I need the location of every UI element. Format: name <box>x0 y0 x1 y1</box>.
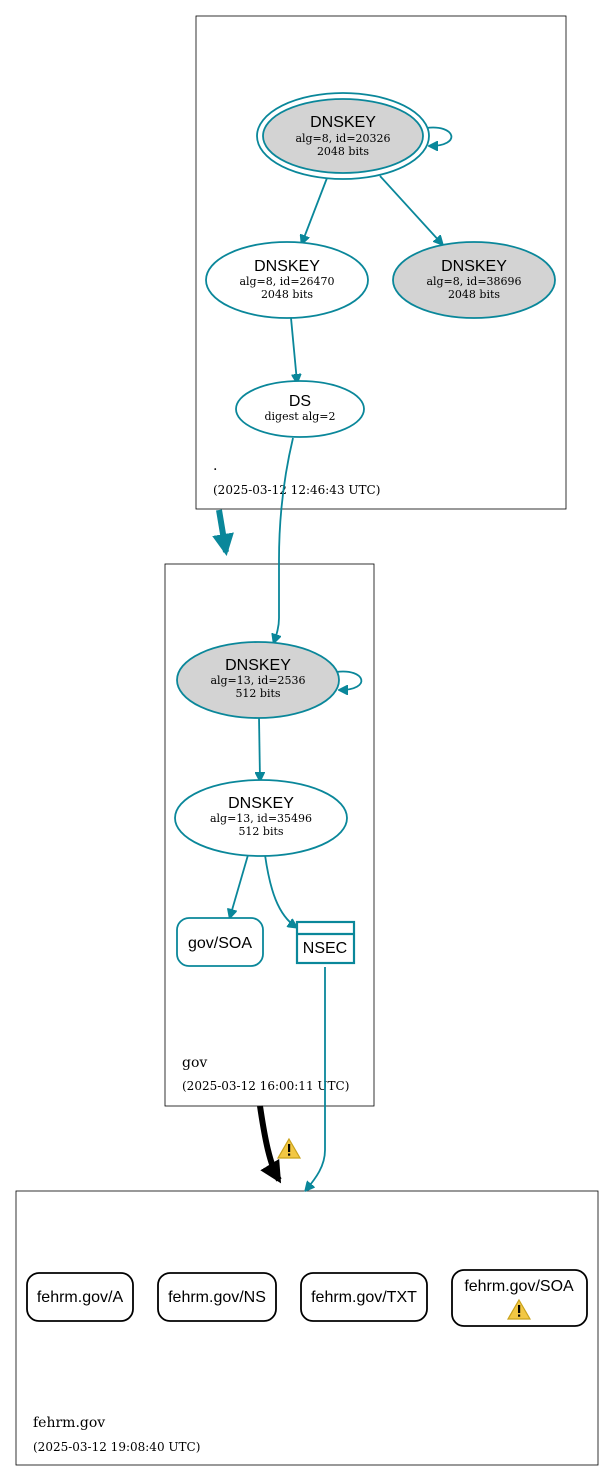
node-gov-soa[interactable]: gov/SOA <box>176 917 264 967</box>
node-title: gov/SOA <box>188 935 252 952</box>
node-detail: alg=8, id=20326 <box>295 132 390 145</box>
node-detail: 2048 bits <box>261 288 313 301</box>
zone-timestamp-fehrm: (2025-03-12 19:08:40 UTC) <box>33 1440 200 1454</box>
record-fehrm-a[interactable]: fehrm.gov/A <box>26 1272 134 1322</box>
edge-nsec-to-fehrm <box>306 967 326 1190</box>
zone-label-fehrm: fehrm.gov <box>33 1415 105 1431</box>
node-detail: digest alg=2 <box>264 410 335 423</box>
node-root-dnskey-26470[interactable]: DNSKEY alg=8, id=26470 2048 bits <box>205 241 369 319</box>
node-detail: 2048 bits <box>317 145 369 158</box>
node-detail: alg=13, id=35496 <box>210 812 312 825</box>
edge-delegation-gov-fehrm <box>257 1105 282 1184</box>
node-gov-nsec[interactable]: NSEC <box>295 920 356 965</box>
edge-gov-ksk-to-zsk <box>259 716 260 780</box>
record-fehrm-ns[interactable]: fehrm.gov/NS <box>157 1272 277 1322</box>
node-title: DNSKEY <box>310 114 376 131</box>
edge-root-ksk-to-key3 <box>379 175 442 244</box>
zone-fehrm: fehrm.gov (2025-03-12 19:08:40 UTC) <box>15 1190 599 1466</box>
edge-ds-to-gov-ksk <box>274 437 294 642</box>
node-title: DNSKEY <box>225 657 291 674</box>
node-detail: alg=13, id=2536 <box>210 674 305 687</box>
zone-timestamp-gov: (2025-03-12 16:00:11 UTC) <box>182 1079 349 1093</box>
record-fehrm-soa[interactable]: fehrm.gov/SOA <box>451 1269 588 1327</box>
zone-timestamp-root: (2025-03-12 12:46:43 UTC) <box>213 483 380 497</box>
zone-label-root: . <box>213 458 217 474</box>
node-title: NSEC <box>303 940 347 957</box>
node-title: DS <box>289 393 311 410</box>
warning-icon[interactable] <box>506 1298 532 1320</box>
edge-gov-zsk-to-nsec <box>264 854 296 927</box>
node-root-dnskey-20326[interactable]: DNSKEY alg=8, id=20326 2048 bits <box>256 92 430 180</box>
node-detail: 512 bits <box>238 825 283 838</box>
edge-root-zsk-to-ds <box>290 317 297 382</box>
node-gov-dnskey-35496[interactable]: DNSKEY alg=13, id=35496 512 bits <box>174 779 348 857</box>
zone-label-gov: gov <box>182 1055 207 1071</box>
edge-gov-ksk-self <box>335 670 363 690</box>
node-detail: 2048 bits <box>448 288 500 301</box>
edge-gov-zsk-to-soa <box>230 854 249 917</box>
edges <box>212 126 453 1190</box>
record-label: fehrm.gov/NS <box>168 1289 266 1306</box>
edge-delegation-root-gov <box>212 509 234 556</box>
node-title: DNSKEY <box>254 258 320 275</box>
node-detail: 512 bits <box>235 687 280 700</box>
record-fehrm-txt[interactable]: fehrm.gov/TXT <box>300 1272 428 1322</box>
node-detail: alg=8, id=26470 <box>239 275 334 288</box>
node-gov-dnskey-2536[interactable]: DNSKEY alg=13, id=2536 512 bits <box>176 641 340 719</box>
node-title: DNSKEY <box>228 795 294 812</box>
node-detail: alg=8, id=38696 <box>426 275 521 288</box>
record-label: fehrm.gov/TXT <box>311 1289 417 1306</box>
warning-icon[interactable] <box>276 1137 302 1159</box>
node-gov-ds[interactable]: DS digest alg=2 <box>235 380 365 438</box>
edge-root-ksk-self <box>425 126 453 146</box>
record-label: fehrm.gov/A <box>37 1289 124 1306</box>
node-title: DNSKEY <box>441 258 507 275</box>
record-label: fehrm.gov/SOA <box>464 1278 574 1295</box>
node-root-dnskey-38696[interactable]: DNSKEY alg=8, id=38696 2048 bits <box>392 241 556 319</box>
edge-root-ksk-to-zsk <box>302 177 328 243</box>
